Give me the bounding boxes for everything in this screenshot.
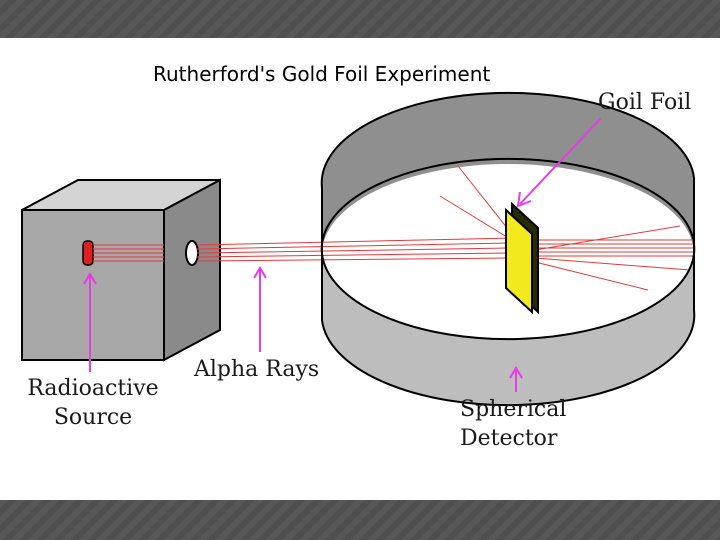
gold-foil-label: Goil Foil (598, 90, 692, 115)
detector-label-line2: Detector (460, 426, 558, 451)
label-arrows (83, 117, 602, 392)
radioactive-source-box (21, 178, 221, 362)
beam-aperture (185, 240, 199, 266)
foil-face (505, 207, 533, 315)
source-label-line2: Source (53, 405, 133, 430)
source-label-line1: Radioactive (27, 376, 159, 401)
alpha-rays (93, 237, 513, 262)
spherical-detector-front (321, 178, 696, 407)
slide-frame-top (0, 0, 720, 38)
radioactive-source-label: Radioactive Source (24, 374, 162, 432)
detector-arrow-head (509, 366, 523, 379)
slide-frame-bottom (0, 500, 720, 540)
alpha-arrow-head (253, 266, 267, 279)
source-arrow-head (83, 272, 97, 285)
spherical-detector-label: Spherical Detector (460, 395, 566, 453)
gold-foil (505, 201, 539, 315)
alpha-rays-label: Alpha Rays (194, 357, 320, 382)
box-side-face (163, 178, 221, 362)
detector-label-line1: Spherical (460, 397, 567, 422)
box-front-face (21, 209, 165, 361)
diagram-title: Rutherford's Gold Foil Experiment (153, 62, 491, 86)
foil-arrow-head (516, 191, 532, 208)
foil-pointer-arrow (519, 117, 602, 205)
radioactive-sample (82, 240, 94, 266)
